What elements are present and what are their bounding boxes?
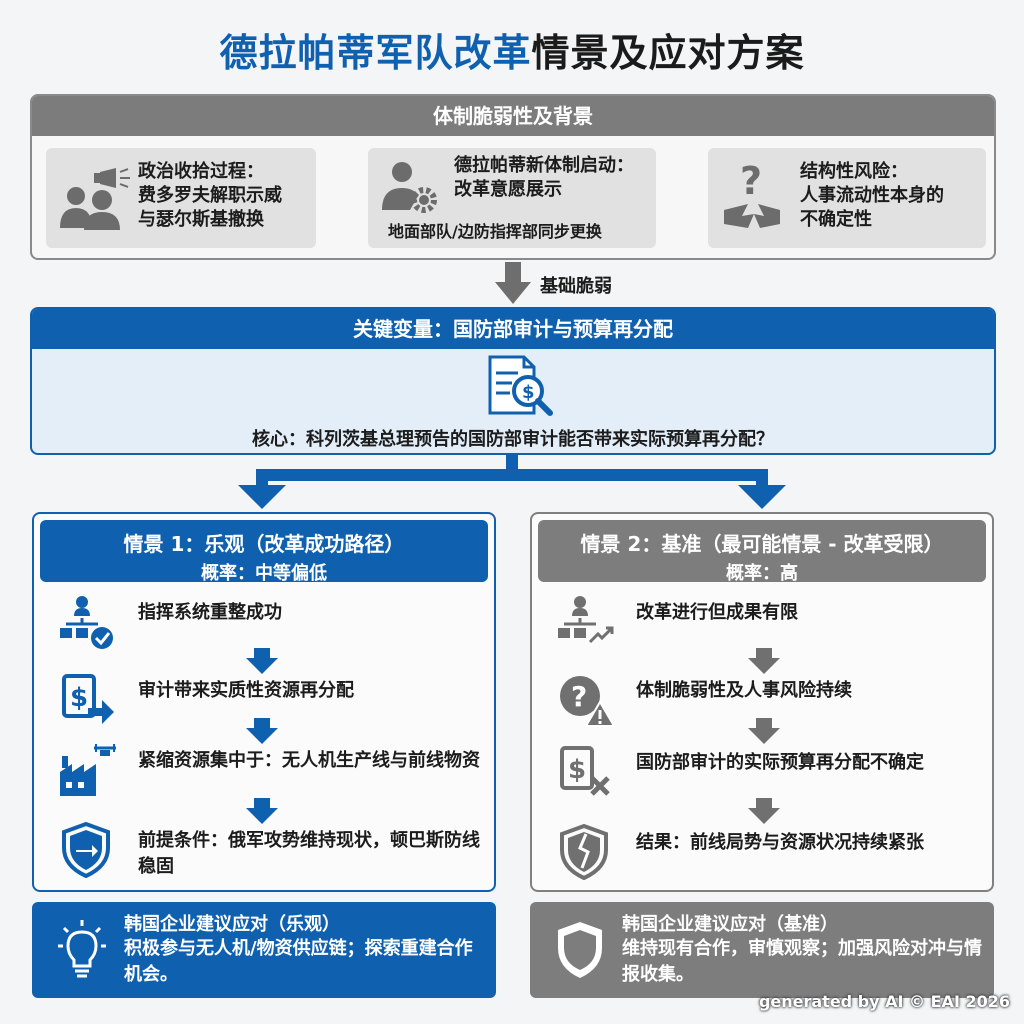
key-variable-header: 关键变量：国防部审计与预算再分配 [32,309,994,349]
footer-credit: generated by AI © EAI 2026 [758,992,1010,1011]
scenario2-step-text: 结果：前线局势与资源状况持续紧张 [636,832,924,853]
scenario1-panel: 情景 1：乐观（改革成功路径） 概率：中等偏低 指挥系统重整成功 $ 审计带来实… [32,512,496,892]
scenario2-panel: 情景 2：基准（最可能情景 - 改革受限） 概率：高 改革进行但成果有限 ? 体… [530,512,994,892]
card3-line1: 结构性风险： [800,161,908,182]
card3-line2: 人事流动性本身的 [800,185,944,206]
arrow-down-icon [748,648,780,674]
recommendation1-body: 积极参与无人机/物资供应链；探索重建合作机会。 [124,938,473,985]
scenario1-step-text: 指挥系统重整成功 [138,602,282,623]
svg-text:$: $ [522,382,535,403]
card2-line1: 德拉帕蒂新体制启动： [454,155,634,176]
key-variable-panel: 关键变量：国防部审计与预算再分配 $ 核心：科列茨基总理预告的国防部审计能否带来… [30,307,996,455]
background-card-launch: 德拉帕蒂新体制启动： 改革意愿展示 地面部队/边防指挥部同步更换 [368,148,656,248]
scenario2-step-text: 体制脆弱性及人事风险持续 [636,680,852,701]
arrow-down-icon [748,718,780,744]
scenario1-step-text: 前提条件：俄军攻势维持现状，顿巴斯防线稳固 [138,830,480,877]
title-part2: 情景及应对方案 [531,31,805,75]
scenario1-step-text: 审计带来实质性资源再分配 [138,680,354,701]
recommendation1-title: 韩国企业建议应对（乐观） [124,914,340,935]
recommendation2-title: 韩国企业建议应对（基准） [622,914,838,935]
scenario2-probability: 概率：高 [726,563,798,584]
card1-line1: 政治收拾过程： [138,161,264,182]
key-variable-core: 核心：科列茨基总理预告的国防部审计能否带来实际预算再分配？ [252,429,774,450]
scenario1-title: 情景 1：乐观（改革成功路径） [123,532,405,556]
background-card-risk: ? 结构性风险： 人事流动性本身的 不确定性 [708,148,986,248]
card3-line3: 不确定性 [800,209,872,230]
background-card-political: 政治收拾过程： 费多罗夫解职示威 与瑟尔斯基撤换 [46,148,316,248]
people-megaphone-icon [60,168,130,230]
scenario2-header: 情景 2：基准（最可能情景 - 改革受限） 概率：高 [538,520,986,584]
cracked-shield-icon [560,824,608,880]
scenario2-step-text: 改革进行但成果有限 [636,602,798,623]
arrow-down-icon [246,798,278,824]
card2-sub: 地面部队/边防指挥部同步更换 [388,222,602,241]
arrow-down-icon [495,262,531,304]
org-check-icon [60,596,113,649]
person-gear-icon [382,162,437,213]
recommendation1-panel: 韩国企业建议应对（乐观） 积极参与无人机/物资供应链；探索重建合作机会。 [32,902,496,998]
lightbulb-icon [58,920,106,978]
card1-line2: 费多罗夫解职示威 [138,185,282,206]
audit-document-icon: $ [488,355,553,416]
title-part1: 德拉帕蒂军队改革 [219,31,532,75]
dollar-x-icon: $ [560,746,610,796]
scenario1-probability: 概率：中等偏低 [201,563,327,584]
question-warning-icon: ? [560,676,616,727]
svg-text:$: $ [568,755,586,785]
split-arrows [238,455,786,509]
background-panel: 体制脆弱性及背景 政治收拾过程： 费多罗夫解职示威 与瑟尔斯基撤换 [30,94,996,260]
scenario2-title: 情景 2：基准（最可能情景 - 改革受限） [580,532,944,556]
foundation-label: 基础脆弱 [540,276,612,297]
arrow-down-icon [246,718,278,744]
background-header: 体制脆弱性及背景 [32,96,994,136]
card2-line2: 改革意愿展示 [454,179,562,200]
factory-drone-icon [60,744,116,796]
arrow-down-icon [246,648,278,674]
scenario2-step-text: 国防部审计的实际预算再分配不确定 [636,752,924,773]
shield-icon [558,922,602,978]
arrow-down-icon [748,798,780,824]
svg-text:?: ? [740,159,762,203]
card1-line3: 与瑟尔斯基撤换 [138,209,264,230]
recommendation2-panel: 韩国企业建议应对（基准） 维持现有合作，审慎观察；加强风险对冲与情报收集。 [530,902,994,998]
svg-text:?: ? [571,680,587,713]
scenario1-header: 情景 1：乐观（改革成功路径） 概率：中等偏低 [40,520,488,584]
recommendation2-body: 维持现有合作，审慎观察；加强风险对冲与情报收集。 [622,938,982,985]
shield-icon [62,822,110,878]
question-crack-icon: ? [724,159,780,228]
scenario1-step-text: 紧缩资源集中于：无人机生产线与前线物资 [138,750,480,771]
page-title: 德拉帕蒂军队改革情景及应对方案 [0,22,1024,77]
org-trend-icon [558,596,614,644]
dollar-arrow-icon: $ [62,674,114,724]
svg-text:$: $ [70,683,88,713]
